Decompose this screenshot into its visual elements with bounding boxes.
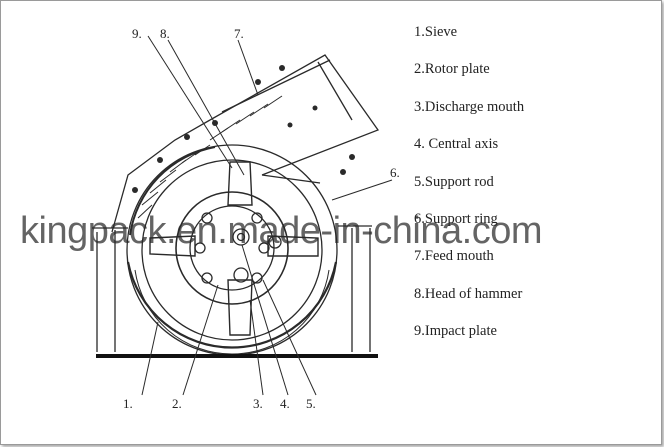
callout-9: 9. [132,26,142,41]
legend-item-rotor-plate: 2.Rotor plate [414,61,490,78]
legend-item-support-ring: 6.Support ring [414,210,498,227]
frame-bolts [132,65,355,193]
legend-item-feed-mouth: 7.Feed mouth [414,248,494,265]
leader-lines [141,35,393,396]
legend-item-sieve: 1.Sieve [414,24,458,40]
callout-4: 4. [280,396,290,411]
impact-plate-hatching [137,95,283,219]
callout-7: 7. [234,26,244,41]
legend-item-head-of-hammer: 8.Head of hammer [414,285,523,302]
callout-1: 1. [123,396,133,411]
feed-mouth-chute [209,54,380,184]
support-ring [141,159,323,341]
parts-legend: 1.Sieve 2.Rotor plate 3.Discharge mouth … [414,22,654,359]
callout-2: 2. [172,396,182,411]
stand-legs [92,225,372,352]
legend-item-support-rod: 5.Support rod [414,173,494,190]
central-axis [232,228,250,246]
callout-8: 8. [160,26,170,41]
callout-6: 6. [390,165,400,180]
callout-3: 3. [253,396,263,411]
legend-item-discharge-mouth: 3.Discharge mouth [414,98,525,115]
impact-plate [129,146,216,236]
callout-5: 5. [306,396,316,411]
rotor-plate [175,191,289,305]
support-rod [268,235,282,249]
hammer-heads [149,161,319,336]
legend-item-central-axis: 4. Central axis [414,136,499,153]
legend-item-impact-plate: 9.Impact plate [414,323,497,340]
rotor-holes [194,212,270,284]
